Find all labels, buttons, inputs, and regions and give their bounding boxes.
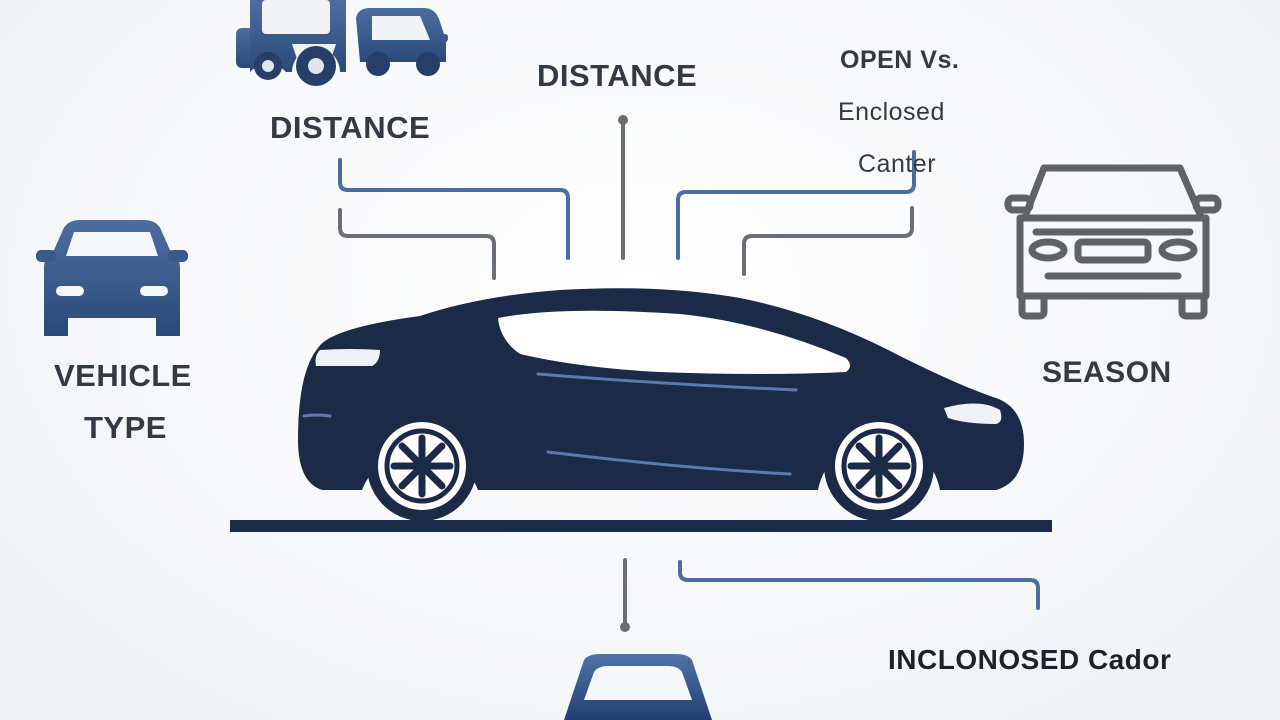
sedan-car-icon xyxy=(298,288,1024,521)
open-vs-enclosed-label-line2: Enclosed xyxy=(838,98,945,126)
truck-and-van-icon xyxy=(236,0,448,86)
season-label: SEASON xyxy=(1042,356,1172,389)
vehicle-type-label-line1: VEHICLE xyxy=(54,358,192,393)
distance-label-left: DISTANCE xyxy=(270,110,431,145)
connector-bottom-center-dot xyxy=(620,622,630,632)
car-front-outline-icon xyxy=(1004,164,1222,320)
open-vs-enclosed-label-line3: Canter xyxy=(858,150,937,178)
connector-top-center-dot xyxy=(618,115,628,125)
vehicle-type-label-line2: TYPE xyxy=(84,410,167,445)
connector-top-right-gray xyxy=(742,206,914,276)
connector-top-left-gray xyxy=(338,208,496,280)
distance-label-center: DISTANCE xyxy=(537,58,698,93)
road-line xyxy=(230,520,1052,532)
connector-bottom-right xyxy=(678,560,1040,610)
connector-top-right-blue xyxy=(676,150,916,260)
car-front-icon xyxy=(36,220,188,336)
connector-top-left-blue xyxy=(338,158,570,260)
enclosed-carrier-label: INCLONOSED Cador xyxy=(888,644,1172,675)
car-roof-icon xyxy=(564,654,712,720)
open-vs-enclosed-label-line1: OPEN Vs. xyxy=(840,46,960,74)
